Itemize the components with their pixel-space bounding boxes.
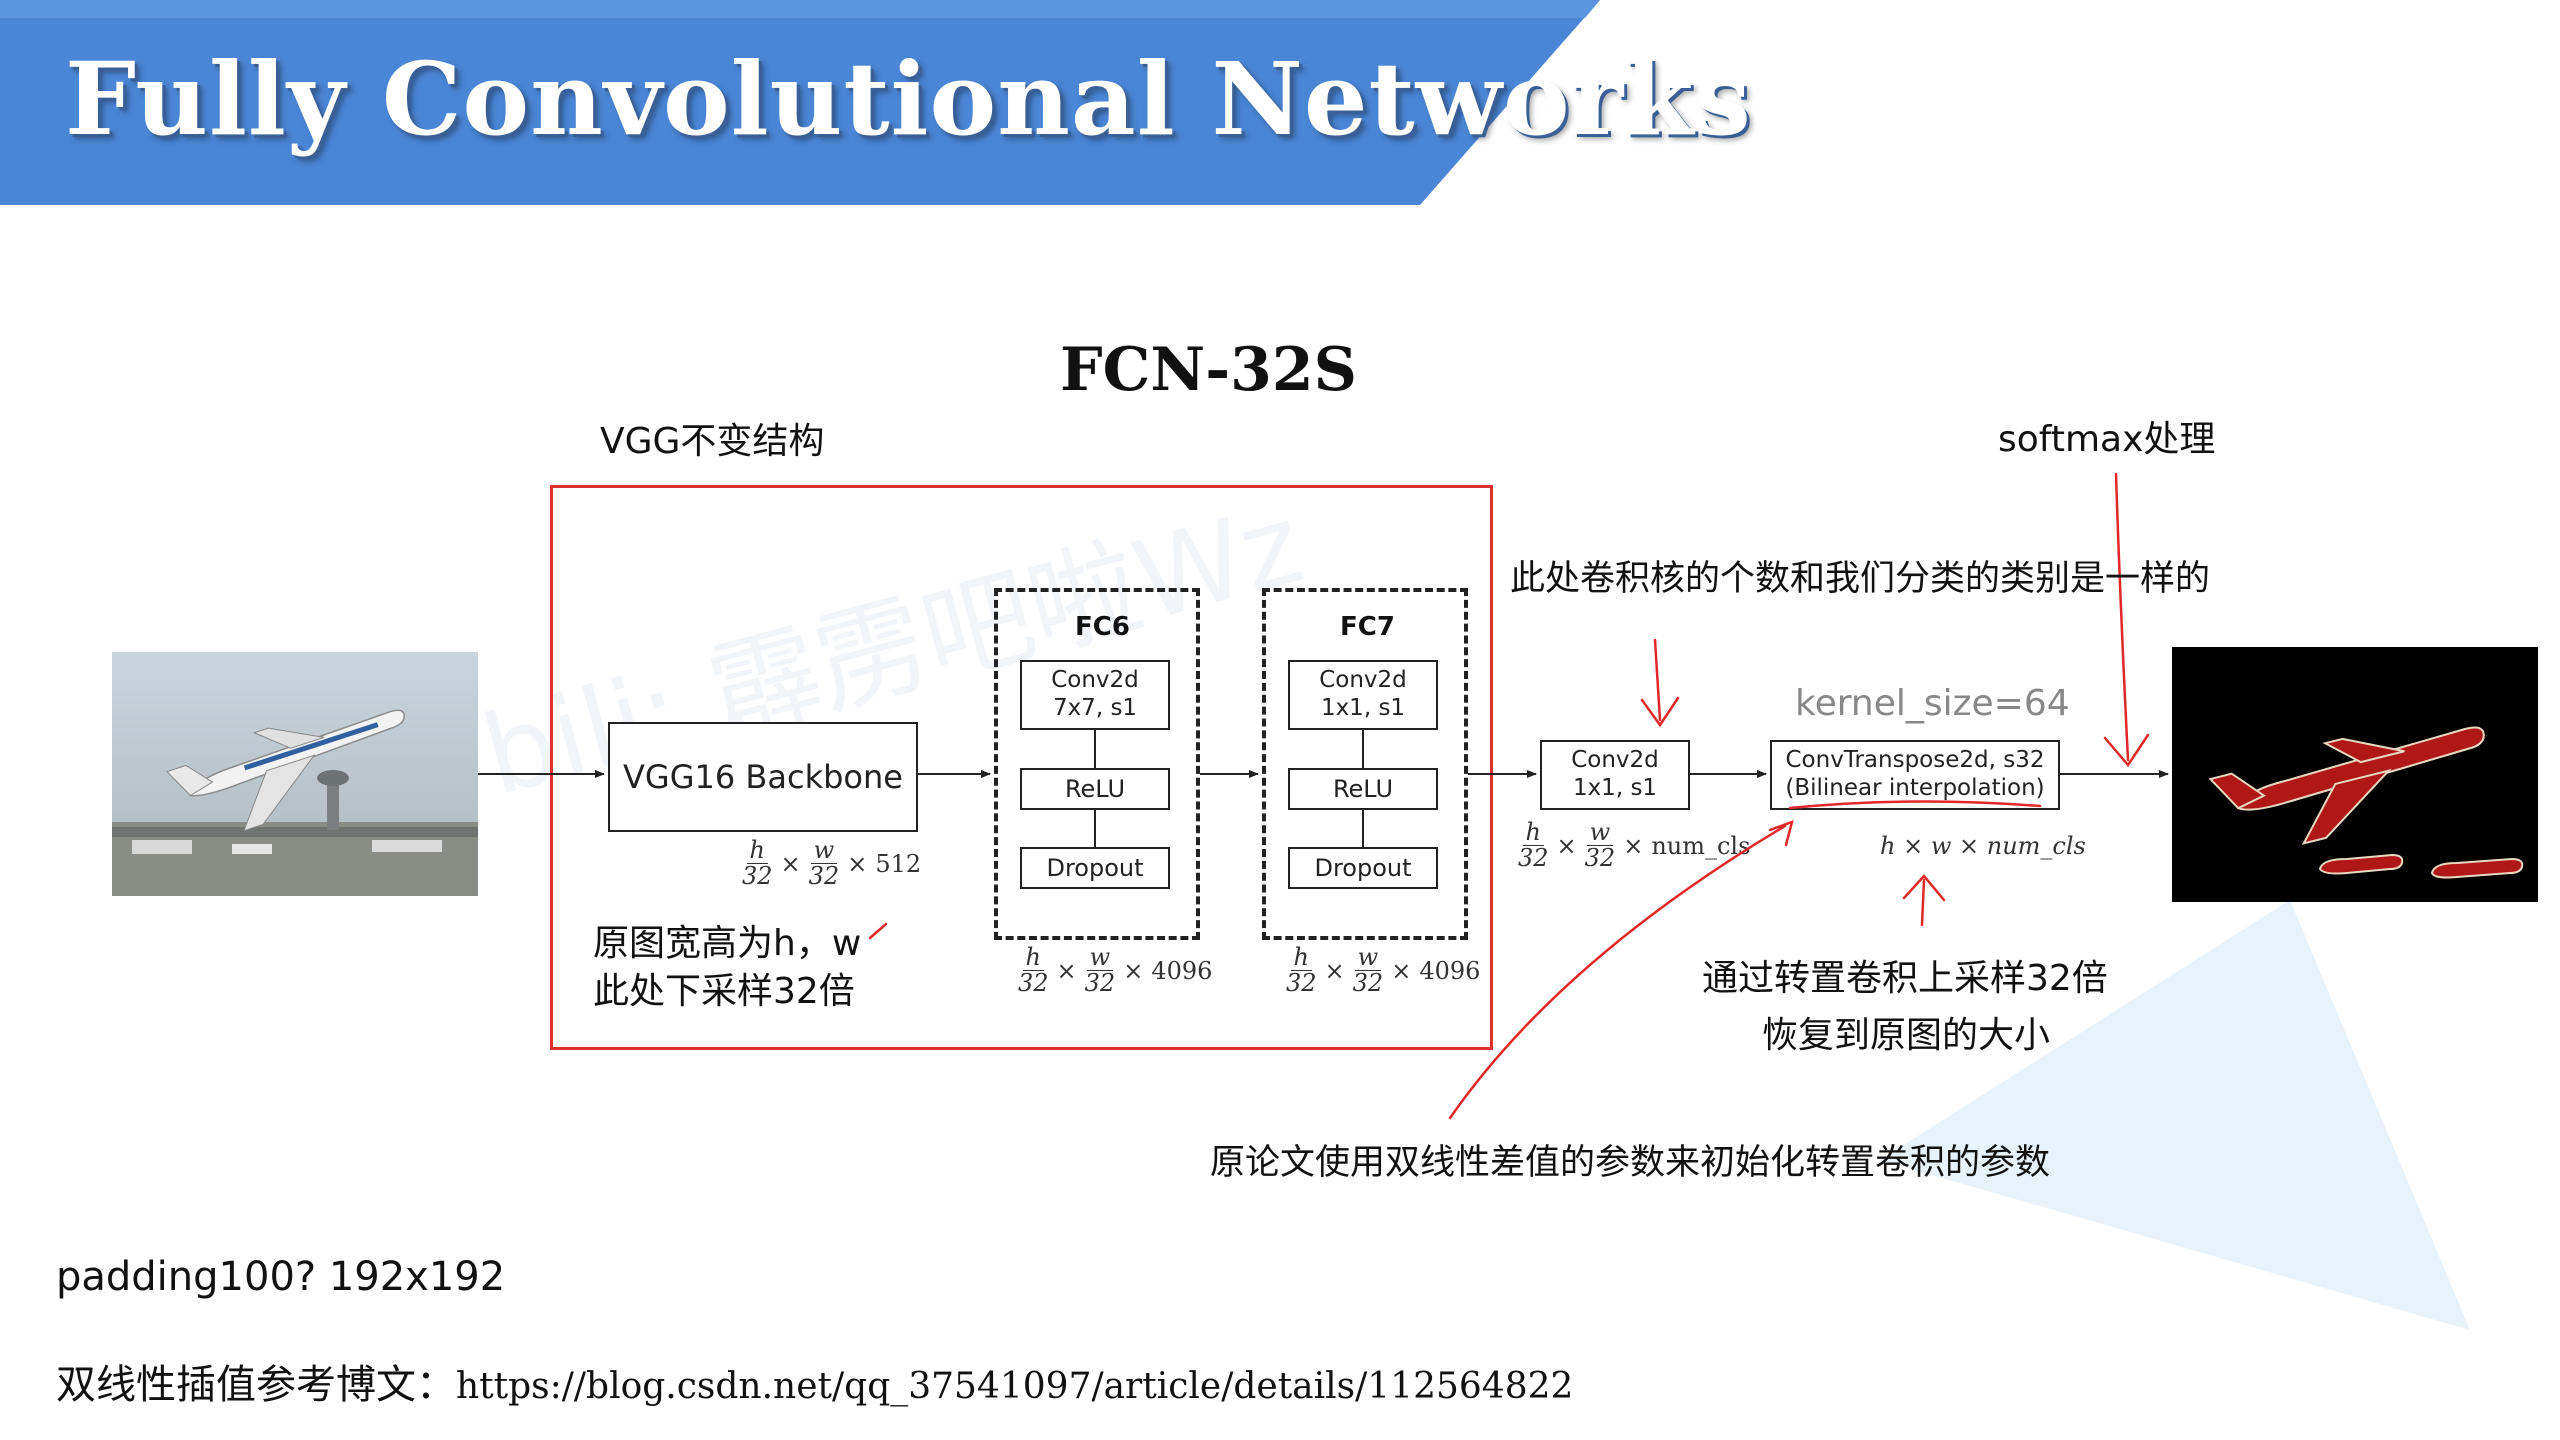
fc7-label: FC7	[1340, 612, 1395, 642]
fc6-relu-label: ReLU	[1064, 774, 1126, 803]
reference-label: 双线性插值参考博文：	[56, 1362, 456, 1408]
annotation-downsample-line2: 此处下采样32倍	[593, 971, 855, 1012]
fc6-channels: 4096	[1151, 956, 1213, 985]
reference-link[interactable]: https://blog.csdn.net/qq_37541097/articl…	[456, 1366, 1574, 1407]
annotation-upsample-line2: 恢复到原图的大小	[1762, 1015, 2051, 1056]
fc7-channels: 4096	[1419, 956, 1481, 985]
fc7-conv-line1: Conv2d	[1319, 667, 1407, 694]
backbone-label: VGG16 Backbone	[623, 757, 903, 796]
frac-den: 32	[1584, 844, 1616, 873]
fc7-relu-label: ReLU	[1332, 774, 1394, 803]
fc7-group	[1262, 588, 1468, 940]
fc6-dropout-block: Dropout	[1020, 847, 1170, 889]
fc6-dropout-label: Dropout	[1046, 853, 1144, 882]
transpose-conv-block: ConvTranspose2d, s32 (Bilinear interpola…	[1770, 740, 2060, 810]
frac-den: 32	[1018, 969, 1049, 998]
annotation-kernel-size: kernel_size=64	[1795, 683, 2070, 724]
classifier-conv-block: Conv2d 1x1, s1	[1540, 740, 1690, 810]
red-underline-bilinear	[1788, 800, 2042, 810]
annotation-upsample-line1: 通过转置卷积上采样32倍	[1702, 958, 2108, 999]
annotation-downsample-line1: 原图宽高为h，w	[593, 923, 862, 964]
annotation-softmax: softmax处理	[1998, 419, 2216, 460]
transpose-line2: (Bilinear interpolation)	[1785, 775, 2045, 801]
fc6-group	[994, 588, 1200, 940]
title-banner	[0, 0, 1600, 205]
frac-num: h	[1290, 944, 1312, 972]
frac-den: 32	[1518, 844, 1549, 873]
frac-num: h	[1022, 944, 1044, 972]
frac-num: w	[1586, 819, 1614, 847]
frac-num: w	[810, 837, 838, 865]
fc6-conv-line2: 7x7, s1	[1052, 695, 1138, 721]
padding-note: padding100? 192x192	[56, 1254, 506, 1300]
annotation-bilinear-init: 原论文使用双线性差值的参数来初始化转置卷积的参数	[1210, 1143, 2051, 1183]
times-sign: ×	[780, 849, 801, 878]
fc6-relu-block: ReLU	[1020, 768, 1170, 810]
times-sign: ×	[1056, 956, 1077, 985]
fc7-relu-block: ReLU	[1288, 768, 1438, 810]
frac-den: 32	[808, 862, 840, 891]
frac-num: w	[1086, 944, 1114, 972]
red-pen-mark	[868, 922, 888, 940]
frac-num: w	[1354, 944, 1382, 972]
fc7-dropout-label: Dropout	[1314, 853, 1412, 882]
diagram-title: FCN-32S	[1060, 335, 1357, 405]
slide-title: Fully Convolutional Networks	[65, 40, 1752, 158]
red-arrow-classifier	[1640, 638, 1680, 728]
backbone-channels: 512	[875, 849, 922, 878]
classifier-conv-line1: Conv2d	[1571, 747, 1659, 774]
fc7-conv-block: Conv2d 1x1, s1	[1288, 660, 1438, 730]
fc6-label: FC6	[1075, 612, 1130, 642]
red-arrow-bilinear-init	[1448, 820, 1794, 1120]
frac-den: 32	[742, 862, 773, 891]
classifier-channels: num_cls	[1651, 831, 1751, 860]
frac-den: 32	[1352, 969, 1384, 998]
output-dims-label: h × w × num_cls	[1880, 832, 2086, 860]
fc7-dropout-block: Dropout	[1288, 847, 1438, 889]
times-sign: ×	[1556, 831, 1577, 860]
frac-num: h	[746, 837, 768, 865]
times-sign: ×	[1324, 956, 1345, 985]
times-sign: ×	[1623, 831, 1644, 860]
annotation-vgg-fixed: VGG不变结构	[600, 421, 825, 462]
fc6-conv-block: Conv2d 7x7, s1	[1020, 660, 1170, 730]
times-sign: ×	[847, 849, 868, 878]
fc7-conv-line2: 1x1, s1	[1320, 695, 1406, 721]
red-arrow-softmax	[2103, 472, 2150, 768]
reference-line: 双线性插值参考博文：https://blog.csdn.net/qq_37541…	[56, 1358, 1573, 1412]
frac-den: 32	[1286, 969, 1317, 998]
times-sign: ×	[1391, 956, 1412, 985]
red-arrow-upsample	[1902, 874, 1946, 927]
transpose-line1: ConvTranspose2d, s32	[1785, 747, 2045, 774]
annotation-kernel-count: 此处卷积核的个数和我们分类的类别是一样的	[1510, 559, 2211, 599]
output-dims: h × w × num_cls	[1880, 832, 2086, 860]
output-segmentation	[2172, 647, 2538, 902]
times-sign: ×	[1123, 956, 1144, 985]
fc6-conv-line1: Conv2d	[1051, 667, 1139, 694]
vgg16-backbone-block: VGG16 Backbone	[608, 722, 918, 832]
frac-num: h	[1522, 819, 1544, 847]
classifier-conv-line2: 1x1, s1	[1572, 775, 1658, 801]
frac-den: 32	[1084, 969, 1116, 998]
input-image	[112, 652, 478, 896]
vgg-region-outline	[550, 485, 1493, 1050]
